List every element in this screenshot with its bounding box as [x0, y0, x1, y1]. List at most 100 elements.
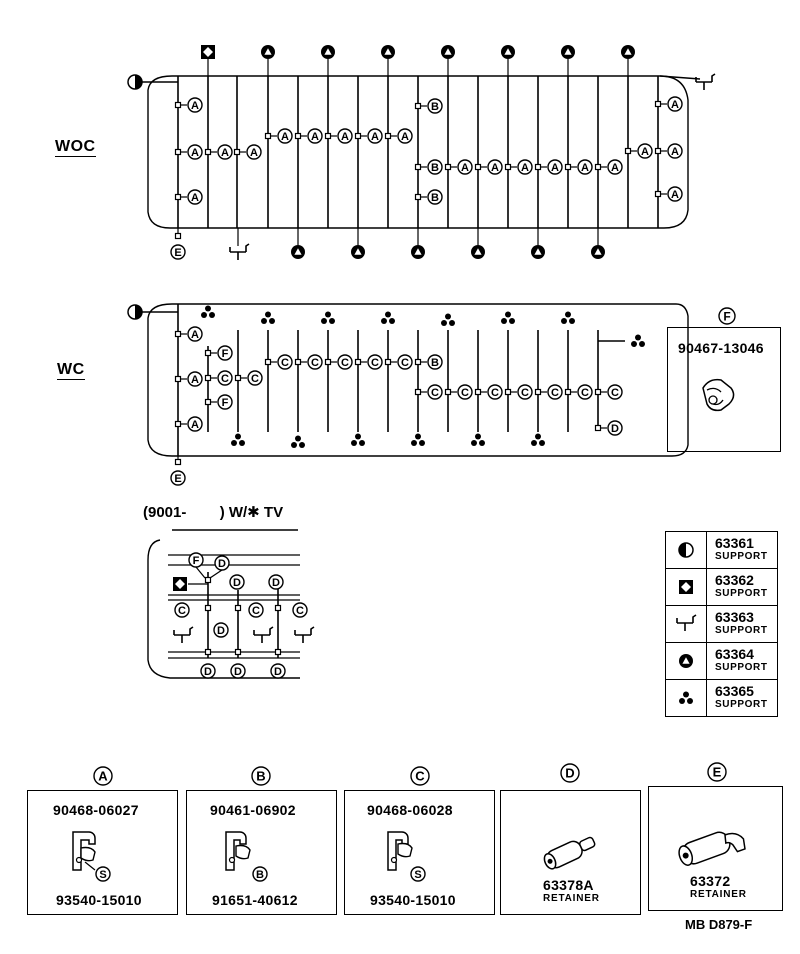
clamp-f-marker: F [188, 552, 204, 568]
three-dot-icon [631, 334, 645, 347]
clamp-c-marker: C [248, 602, 264, 618]
panel-outline [147, 75, 689, 229]
clamp-e-marker: E [170, 244, 186, 260]
clamp-s-marker: S [410, 866, 426, 882]
clamp-a-marker: A [187, 326, 203, 342]
part-e-number: 63372 [690, 873, 731, 889]
junction-node [474, 163, 482, 171]
svg-text:C: C [401, 357, 409, 369]
hook-clip-icon [666, 606, 707, 642]
clamp-f-marker: F [217, 394, 233, 410]
clip-part-drawing [702, 378, 735, 412]
svg-text:E: E [713, 765, 722, 780]
triangle-circle-icon [591, 245, 605, 259]
three-dot-icon [411, 433, 425, 446]
svg-text:B: B [431, 101, 439, 113]
callout-f-letter: F [718, 307, 736, 325]
svg-text:A: A [401, 131, 409, 143]
svg-text:A: A [671, 146, 679, 158]
junction-node [233, 148, 241, 156]
svg-text:S: S [99, 869, 106, 881]
triangle-circle-icon [261, 45, 275, 59]
clamp-a-marker: A [277, 128, 293, 144]
part-box-a: 90468-06027 93540-15010 [27, 790, 178, 915]
clamp-d-marker: D [270, 663, 286, 679]
legend-number: 63364 [715, 646, 754, 662]
half-circle-icon [127, 74, 143, 90]
clamp-a-marker: A [667, 186, 683, 202]
legend-number: 63363 [715, 609, 754, 625]
hook-clip-icon [253, 626, 274, 644]
legend-name: SUPPORT [715, 551, 768, 562]
svg-text:A: A [641, 146, 649, 158]
part-e-letter: E [707, 762, 727, 782]
clamp-c-marker: C [337, 354, 353, 370]
junction-node [414, 358, 422, 366]
clamp-c-marker: C [247, 370, 263, 386]
junction-node [534, 163, 542, 171]
junction-node [654, 147, 662, 155]
junction-node [234, 604, 242, 612]
hook-clip-icon [229, 243, 250, 261]
svg-text:C: C [491, 387, 499, 399]
clamp-d-marker: D [268, 574, 284, 590]
svg-text:A: A [611, 162, 619, 174]
triangle-circle-icon [381, 45, 395, 59]
svg-text:A: A [191, 192, 199, 204]
part-box-e: 63372 RETAINER [648, 786, 783, 911]
clamp-c-marker: C [607, 384, 623, 400]
clamp-c-marker: C [292, 602, 308, 618]
junction-node [354, 132, 362, 140]
junction-node [324, 132, 332, 140]
half-circle-icon [127, 304, 143, 320]
svg-text:A: A [311, 131, 319, 143]
svg-text:C: C [551, 387, 559, 399]
clamp-d-marker: D [230, 663, 246, 679]
triangle-circle-icon [351, 245, 365, 259]
woc-label: WOC [55, 138, 96, 157]
svg-text:C: C [371, 357, 379, 369]
svg-text:A: A [191, 329, 199, 341]
svg-text:D: D [565, 766, 574, 781]
part-c-top-number: 90468-06028 [367, 802, 453, 818]
clamp-a-marker: A [457, 159, 473, 175]
junction-node [174, 232, 182, 240]
wc-label: WC [57, 361, 85, 380]
callout-f-box: 90467-13046 [667, 327, 781, 452]
clamp-c-marker: C [577, 384, 593, 400]
junction-node [204, 374, 212, 382]
svg-text:C: C [581, 387, 589, 399]
svg-text:B: B [256, 869, 264, 881]
svg-text:C: C [311, 357, 319, 369]
junction-node [204, 576, 212, 584]
legend-name: SUPPORT [715, 625, 768, 636]
svg-text:D: D [274, 666, 282, 678]
clamp-c-marker: C [397, 354, 413, 370]
clamp-d-marker: D [200, 663, 216, 679]
triangle-circle-icon [471, 245, 485, 259]
clamp-a-marker: A [397, 128, 413, 144]
svg-text:B: B [431, 357, 439, 369]
part-d-retainer-drawing [543, 836, 596, 870]
diamond-square-icon [201, 45, 215, 59]
diagram-code: MB D879-F [685, 917, 753, 932]
legend-number: 63365 [715, 683, 754, 699]
svg-text:A: A [491, 162, 499, 174]
part-box-c: 90468-06028 93540-15010 [344, 790, 495, 915]
triangle-circle-icon [531, 245, 545, 259]
junction-node [204, 349, 212, 357]
three-dot-icon [351, 433, 365, 446]
part-e-name: RETAINER [690, 889, 747, 900]
svg-text:A: A [250, 147, 258, 159]
clamp-c-marker: C [174, 602, 190, 618]
junction-node [414, 193, 422, 201]
clamp-b-marker: B [427, 159, 443, 175]
junction-node [414, 102, 422, 110]
clamp-a-marker: A [217, 144, 233, 160]
clamp-a-marker: A [187, 144, 203, 160]
junction-node [504, 388, 512, 396]
